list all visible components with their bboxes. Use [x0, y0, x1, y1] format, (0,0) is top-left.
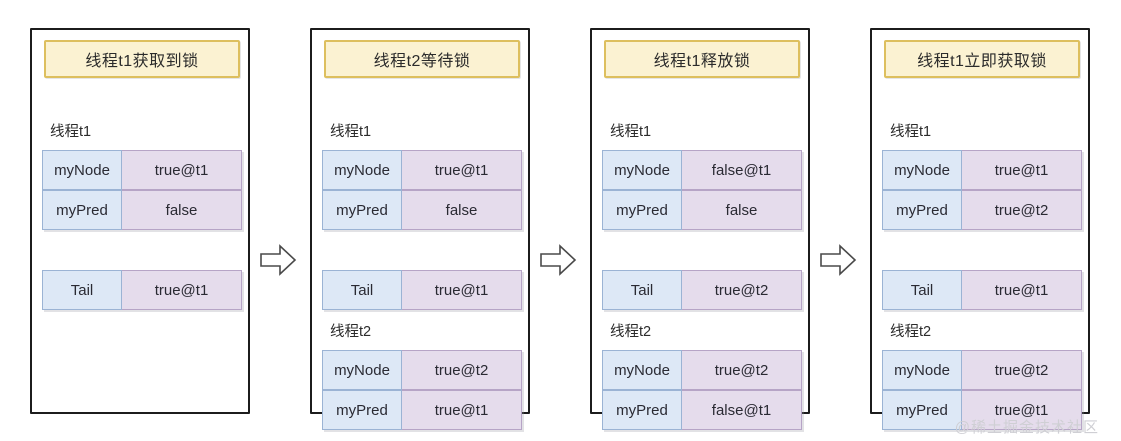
field-key: myPred [322, 190, 402, 230]
table-row: myPred false [322, 190, 522, 230]
state-panel-3: 线程t1释放锁 线程t1 myNode false@t1 myPred fals… [590, 28, 810, 430]
table-row: myNode true@t1 [882, 150, 1082, 190]
field-value: false [122, 190, 242, 230]
table-row: myNode true@t2 [882, 350, 1082, 390]
field-key: myNode [602, 150, 682, 190]
field-key: myNode [42, 150, 122, 190]
field-value: false [682, 190, 802, 230]
thread2-label: 线程t2 [610, 324, 652, 340]
thread1-label: 线程t1 [50, 124, 92, 140]
field-value: true@t1 [402, 390, 522, 430]
field-key: myNode [882, 150, 962, 190]
table-row: myNode true@t1 [322, 150, 522, 190]
panel-title-badge: 线程t1获取到锁 [44, 40, 240, 78]
panel-title-badge: 线程t1释放锁 [604, 40, 800, 78]
state-panel-2: 线程t2等待锁 线程t1 myNode true@t1 myPred false… [310, 28, 530, 430]
field-value: false@t1 [682, 150, 802, 190]
table-row: myPred false [42, 190, 242, 230]
table-row: myNode true@t2 [322, 350, 522, 390]
field-value: true@t2 [962, 350, 1082, 390]
right-block-arrow-icon [258, 240, 298, 280]
field-value: true@t1 [402, 270, 522, 310]
field-key: myPred [602, 390, 682, 430]
field-key: myNode [602, 350, 682, 390]
tail-row: Tail true@t1 [882, 270, 1082, 310]
field-value: true@t2 [682, 350, 802, 390]
thread1-label: 线程t1 [610, 124, 652, 140]
field-value: true@t2 [962, 190, 1082, 230]
right-block-arrow-icon [538, 240, 578, 280]
field-key: myNode [322, 350, 402, 390]
field-key: Tail [882, 270, 962, 310]
field-value: true@t2 [682, 270, 802, 310]
field-value: false@t1 [682, 390, 802, 430]
field-key: Tail [42, 270, 122, 310]
table-row: myNode false@t1 [602, 150, 802, 190]
table-row: myNode true@t2 [602, 350, 802, 390]
field-value: true@t2 [402, 350, 522, 390]
field-value: false [402, 190, 522, 230]
tail-row: Tail true@t1 [42, 270, 242, 310]
field-value: true@t1 [962, 270, 1082, 310]
watermark: @稀土掘金技术社区 [954, 419, 1099, 436]
field-value: true@t1 [962, 150, 1082, 190]
tail-row: Tail true@t2 [602, 270, 802, 310]
field-key: Tail [322, 270, 402, 310]
field-key: myNode [882, 350, 962, 390]
tail-row: Tail true@t1 [322, 270, 522, 310]
thread2-label: 线程t2 [330, 324, 372, 340]
table-row: myPred false@t1 [602, 390, 802, 430]
field-key: myPred [322, 390, 402, 430]
panel-title-badge: 线程t1立即获取锁 [884, 40, 1080, 78]
right-block-arrow-icon [818, 240, 858, 280]
table-row: myPred false [602, 190, 802, 230]
table-row: myPred true@t1 [322, 390, 522, 430]
field-value: true@t1 [962, 390, 1082, 430]
state-panel-4: 线程t1立即获取锁 线程t1 myNode true@t1 myPred tru… [870, 28, 1090, 430]
field-key: Tail [602, 270, 682, 310]
thread1-label: 线程t1 [330, 124, 372, 140]
field-key: myPred [602, 190, 682, 230]
field-value: true@t1 [122, 270, 242, 310]
field-key: myPred [882, 190, 962, 230]
thread1-label: 线程t1 [890, 124, 932, 140]
field-key: myNode [322, 150, 402, 190]
table-row: myPred true@t1 [882, 390, 1082, 430]
field-key: myPred [882, 390, 962, 430]
panel-title-badge: 线程t2等待锁 [324, 40, 520, 78]
table-row: myNode true@t1 [42, 150, 242, 190]
state-panel-1: 线程t1获取到锁 线程t1 myNode true@t1 myPred fals… [30, 28, 250, 414]
field-value: true@t1 [122, 150, 242, 190]
field-key: myPred [42, 190, 122, 230]
thread2-label: 线程t2 [890, 324, 932, 340]
table-row: myPred true@t2 [882, 190, 1082, 230]
field-value: true@t1 [402, 150, 522, 190]
